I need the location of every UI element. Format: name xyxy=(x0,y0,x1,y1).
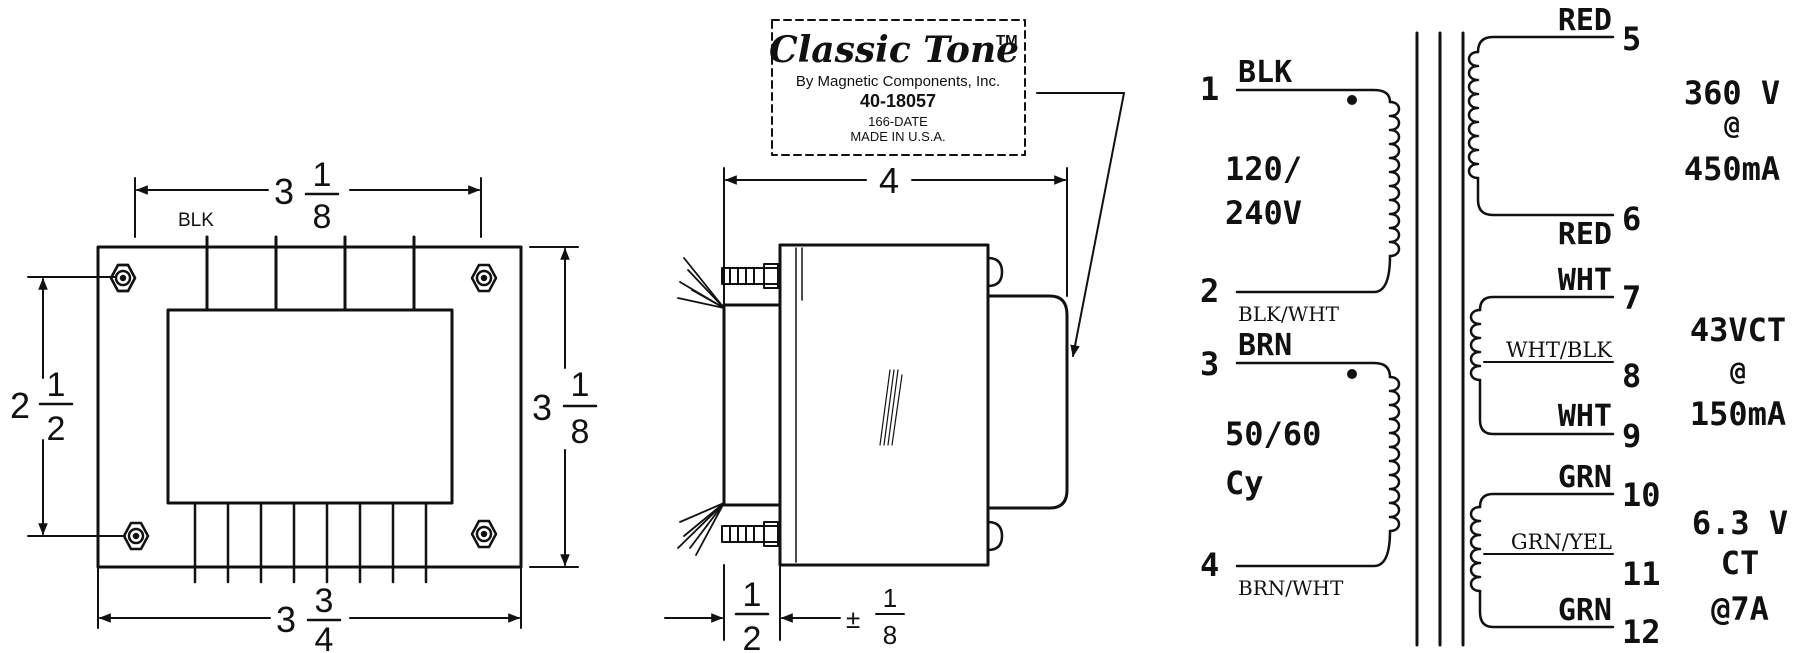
side-view-stud-top xyxy=(721,263,779,289)
lead-red-top: RED xyxy=(1558,3,1612,38)
svg-text:2: 2 xyxy=(743,620,762,653)
side-view-bracket xyxy=(986,294,1069,510)
hv-rating-2: @ xyxy=(1724,111,1740,141)
mounting-nut-icon xyxy=(470,519,498,549)
side-view-laminations xyxy=(722,303,782,507)
dim-side-width: 4 xyxy=(723,160,1068,306)
svg-text:3: 3 xyxy=(274,171,294,212)
fil-rating-3: @7A xyxy=(1711,590,1769,628)
terminal-12: 12 xyxy=(1622,613,1661,651)
primary-freq-1: 50/60 xyxy=(1225,415,1321,453)
svg-text:3: 3 xyxy=(276,599,296,640)
hv-rating-1: 360 V xyxy=(1684,74,1780,112)
lead-wht-bottom: WHT xyxy=(1558,399,1612,434)
svg-text:2: 2 xyxy=(47,410,66,448)
svg-text:4: 4 xyxy=(879,160,899,201)
svg-text:8: 8 xyxy=(313,198,332,236)
side-view: 4 1 2 ± 1 8 xyxy=(664,160,1069,653)
svg-text:3: 3 xyxy=(315,582,334,620)
top-view-top-terminals xyxy=(205,235,416,312)
trademark: TM xyxy=(996,32,1018,49)
origin-line: MADE IN U.S.A. xyxy=(850,129,945,144)
dim-side-tolerance: ± 1 8 xyxy=(846,583,905,650)
dim-width-bottom: 3 3 4 xyxy=(97,566,522,653)
lead-brn-wht: BRN/WHT xyxy=(1238,576,1344,600)
dim-side-depth: 1 2 xyxy=(664,564,841,653)
schematic: 1 2 3 4 BLK BLK/WHT BRN BRN/WHT 120/ 240… xyxy=(1200,3,1788,651)
primary-voltage-2: 240V xyxy=(1225,194,1302,232)
lead-blk: BLK xyxy=(1238,55,1292,90)
fil-rating-1: 6.3 V xyxy=(1692,504,1788,542)
side-view-stud-bottom xyxy=(721,521,779,547)
lead-brn: BRN xyxy=(1238,328,1292,363)
primary-freq-2: Cy xyxy=(1225,464,1264,502)
terminal-6: 6 xyxy=(1622,200,1641,238)
top-view: BLK 3 1 8 3 3 4 2 xyxy=(10,156,598,653)
terminal-8: 8 xyxy=(1622,357,1641,395)
top-view-outline xyxy=(96,245,523,569)
svg-text:±: ± xyxy=(846,604,860,634)
svg-text:2: 2 xyxy=(10,385,30,426)
top-view-core xyxy=(166,308,454,505)
brand-logo: Classic Tone xyxy=(769,29,1019,71)
svg-text:1: 1 xyxy=(571,366,590,404)
terminal-9: 9 xyxy=(1622,417,1641,455)
fil-rating-2: CT xyxy=(1721,544,1760,582)
terminal-3: 3 xyxy=(1200,345,1219,383)
svg-text:4: 4 xyxy=(315,621,334,653)
polarity-dot xyxy=(1347,369,1357,379)
secondary-winding-hv xyxy=(1467,35,1615,217)
wire-bundle-bottom-icon xyxy=(677,502,725,556)
svg-text:8: 8 xyxy=(571,413,590,451)
lead-wht-blk: WHT/BLK xyxy=(1506,338,1612,362)
side-view-body xyxy=(778,243,990,567)
terminal-5: 5 xyxy=(1622,20,1641,58)
polarity-dot xyxy=(1347,95,1357,105)
svg-text:1: 1 xyxy=(743,576,762,614)
terminal-7: 7 xyxy=(1622,279,1641,317)
terminal-2: 2 xyxy=(1200,272,1219,310)
secondary-winding-filament xyxy=(1469,492,1615,629)
schematic-core xyxy=(1415,31,1465,647)
dim-height-left: 2 1 2 xyxy=(10,276,126,537)
dim-width-top: 3 1 8 xyxy=(134,156,482,238)
primary-winding-1 xyxy=(1235,88,1401,294)
dim-height-right: 3 1 8 xyxy=(529,246,598,568)
svg-text:8: 8 xyxy=(883,620,897,650)
maker-line: By Magnetic Components, Inc. xyxy=(796,73,1000,90)
svg-text:1: 1 xyxy=(883,583,897,613)
terminal-1: 1 xyxy=(1200,70,1219,108)
lead-red-bottom: RED xyxy=(1558,217,1612,252)
bias-rating-3: 150mA xyxy=(1690,395,1786,433)
primary-winding-2 xyxy=(1235,361,1401,568)
svg-text:3: 3 xyxy=(532,387,552,428)
terminal-11: 11 xyxy=(1622,555,1661,593)
secondary-winding-bias xyxy=(1469,295,1615,436)
nameplate-label: Classic Tone TM By Magnetic Components, … xyxy=(769,19,1125,358)
mounting-nut-icon xyxy=(122,521,150,551)
wire-bundle-top-icon xyxy=(677,257,725,309)
svg-text:1: 1 xyxy=(47,366,66,404)
lead-grn-top: GRN xyxy=(1558,460,1612,495)
svg-text:1: 1 xyxy=(313,156,332,194)
lead-blk-wht: BLK/WHT xyxy=(1238,302,1340,326)
top-view-bottom-terminals xyxy=(193,501,428,584)
lead-label-blk: BLK xyxy=(178,210,214,231)
terminal-10: 10 xyxy=(1622,476,1661,514)
part-number: 40-18057 xyxy=(860,91,936,111)
terminal-4: 4 xyxy=(1200,546,1219,584)
hv-rating-3: 450mA xyxy=(1684,150,1780,188)
bias-rating-1: 43VCT xyxy=(1690,311,1786,349)
side-view-shading xyxy=(879,369,903,446)
lead-wht-top: WHT xyxy=(1558,263,1612,298)
mounting-nut-icon xyxy=(470,263,498,293)
lead-grn-bottom: GRN xyxy=(1558,593,1612,628)
lead-grn-yel: GRN/YEL xyxy=(1511,530,1612,554)
bias-rating-2: @ xyxy=(1730,357,1746,387)
primary-voltage-1: 120/ xyxy=(1225,150,1302,188)
date-code: 166-DATE xyxy=(868,114,928,129)
